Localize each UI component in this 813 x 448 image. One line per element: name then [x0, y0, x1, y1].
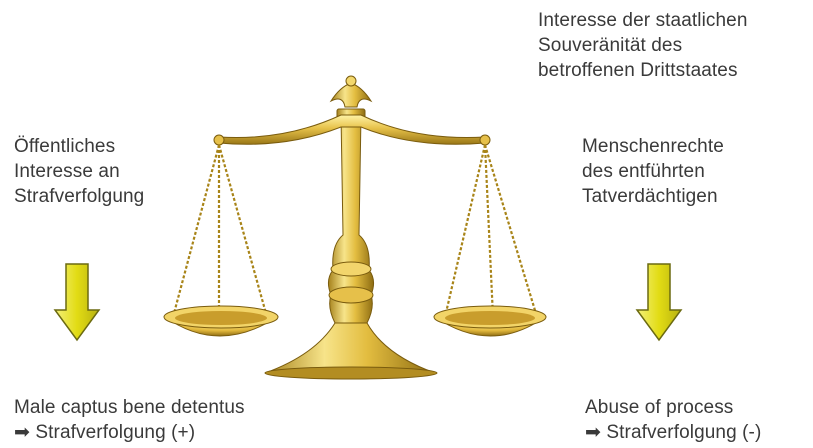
label-public-interest: Öffentliches Interesse an Strafverfolgun…: [14, 134, 144, 209]
label-line: Abuse of process: [585, 395, 761, 420]
label-line: Souveränität des: [538, 33, 748, 58]
arrow-down-icon: [52, 262, 102, 342]
label-line: Interesse der staatlichen: [538, 8, 748, 33]
label-line: Interesse an: [14, 159, 144, 184]
label-sovereignty-interest: Interesse der staatlichen Souveränität d…: [538, 8, 748, 83]
arrow-down-icon: [634, 262, 684, 342]
label-line: Strafverfolgung: [14, 184, 144, 209]
balance-scale-icon: [145, 55, 565, 380]
label-human-rights: Menschenrechte des entführten Tatverdäch…: [582, 134, 724, 209]
label-abuse-of-process: Abuse of process ➡ Strafverfolgung (-): [585, 395, 761, 445]
label-line: Öffentliches: [14, 134, 144, 159]
label-male-captus: Male captus bene detentus ➡ Strafverfolg…: [14, 395, 245, 445]
label-line: ➡ Strafverfolgung (+): [14, 420, 245, 445]
label-line: betroffenen Drittstaates: [538, 58, 748, 83]
label-line: des entführten: [582, 159, 724, 184]
label-line: Menschenrechte: [582, 134, 724, 159]
label-line: Male captus bene detentus: [14, 395, 245, 420]
label-line: ➡ Strafverfolgung (-): [585, 420, 761, 445]
label-line: Tatverdächtigen: [582, 184, 724, 209]
